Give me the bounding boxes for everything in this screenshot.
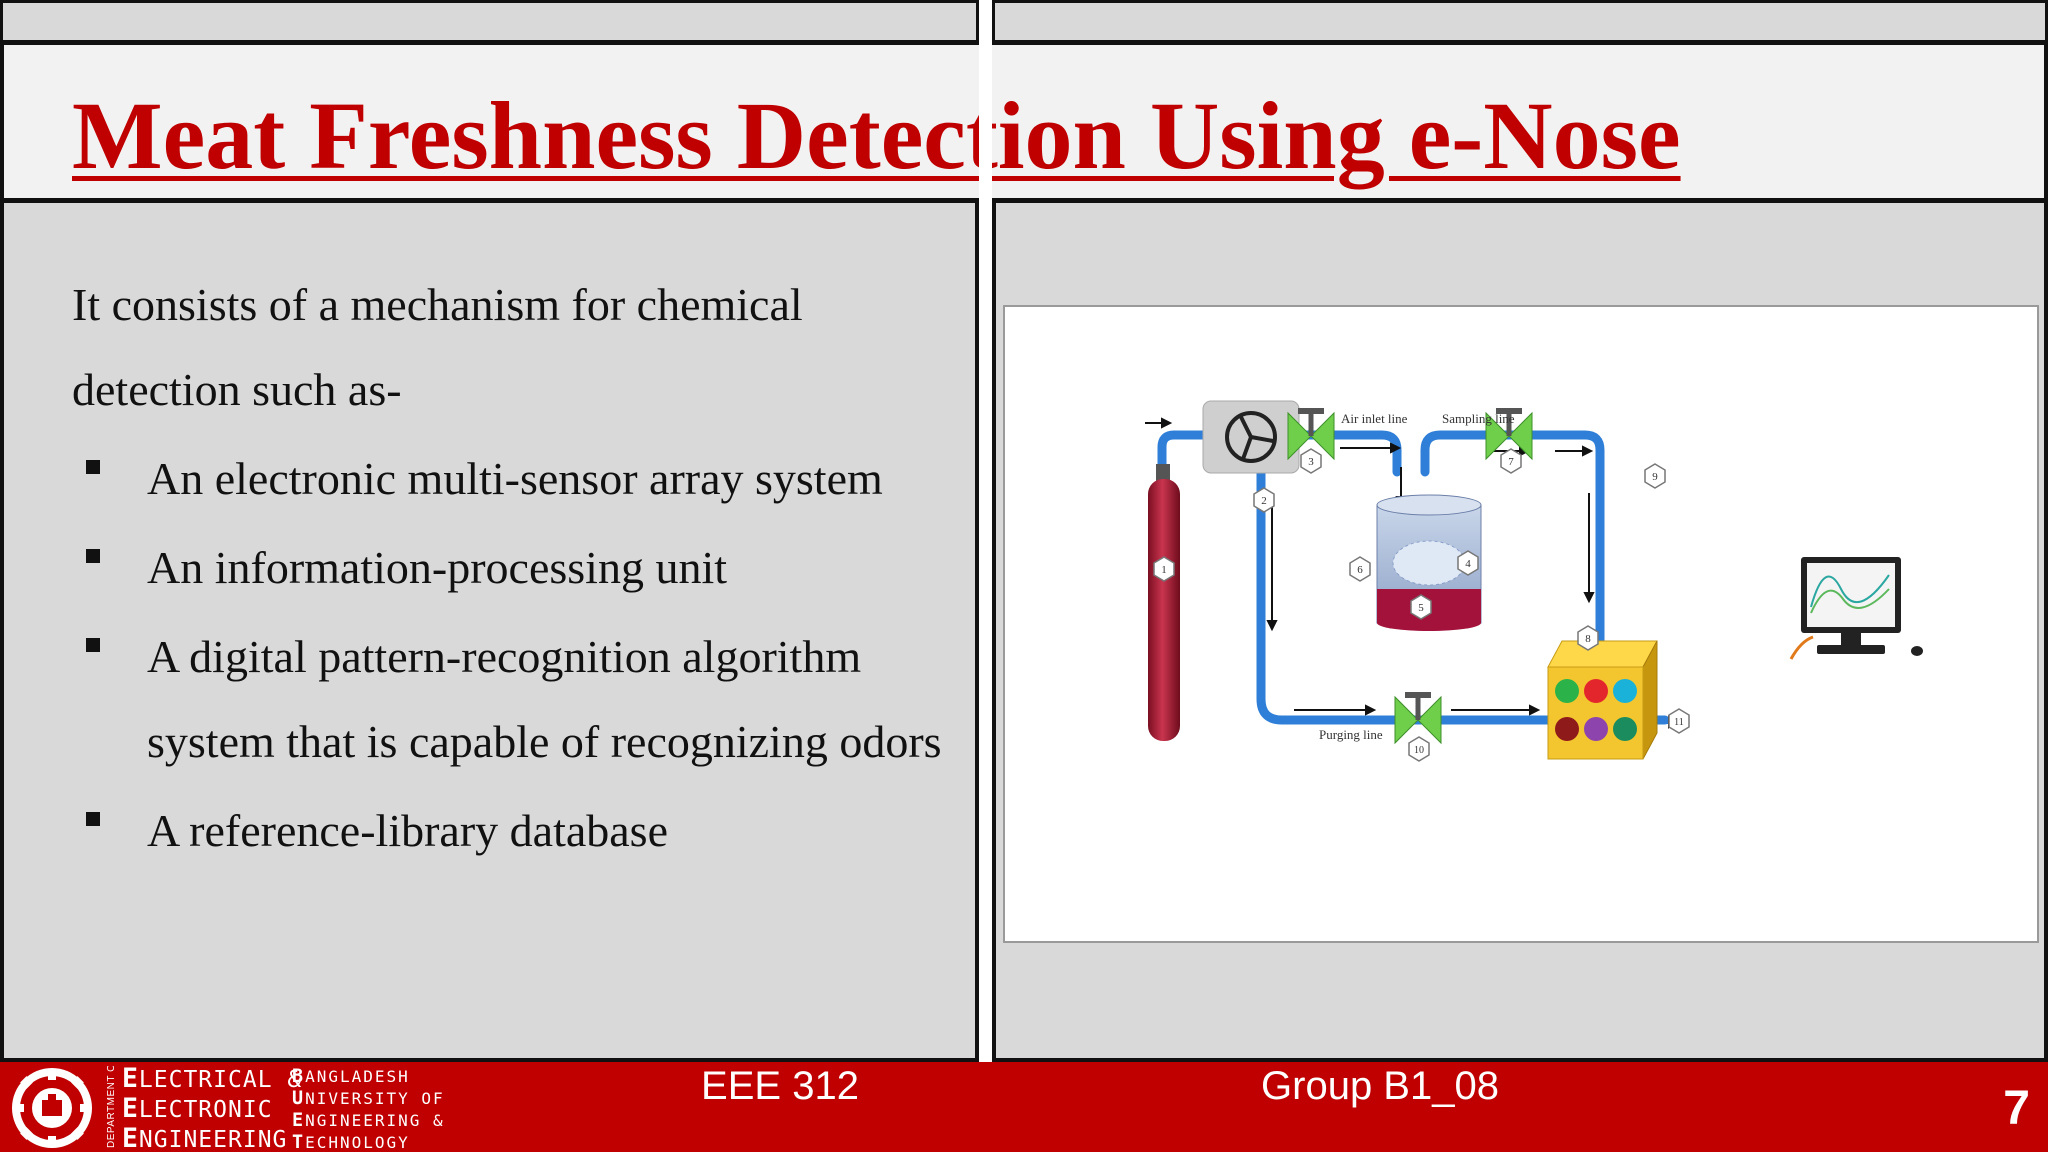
svg-text:11: 11 [1674, 717, 1684, 728]
number-label-6: 6 [1349, 556, 1371, 582]
svg-text:3: 3 [1308, 456, 1314, 468]
university-line-4: TECHNOLOGY [292, 1132, 410, 1153]
valve-10 [1394, 692, 1442, 745]
bypass-pipe [1256, 435, 1605, 725]
svg-text:10: 10 [1414, 745, 1424, 756]
bullet-item: An information-processing unit [72, 525, 952, 610]
department-vertical-label: DEPARTMENT OF [106, 1066, 117, 1148]
department-line-3: ENGINEERING [122, 1123, 288, 1154]
bullet-item: A digital pattern-recognition algorithm … [72, 614, 952, 784]
bullet-text: A reference-library database [147, 805, 669, 856]
number-label-3: 3 [1300, 448, 1322, 474]
number-label-5: 5 [1410, 594, 1432, 620]
svg-text:2: 2 [1261, 495, 1267, 507]
slide-number: 7 [2003, 1082, 2030, 1135]
enose-schematic: 1 2 3 4 5 6 7 8 9 10 11 Air inlet line S… [1145, 400, 1923, 762]
top-left-strip [0, 0, 979, 43]
purging-line-label: Purging line [1319, 727, 1383, 742]
svg-text:7: 7 [1508, 456, 1514, 468]
square-bullet-icon [86, 460, 100, 474]
university-line-3: ENGINEERING & [292, 1110, 445, 1131]
sensor-array-box [1547, 640, 1658, 760]
bullet-list: An electronic multi-sensor array system … [72, 436, 952, 877]
panel-divider [979, 0, 992, 1062]
university-line-1: BANGLADESH [292, 1066, 410, 1087]
svg-text:5: 5 [1418, 602, 1424, 614]
component-number-labels: 1 2 3 4 5 6 7 8 9 10 11 [1153, 448, 1690, 762]
enose-diagram-figure: 1 2 3 4 5 6 7 8 9 10 11 Air inlet line S… [1003, 305, 2039, 943]
footer-bar [0, 1062, 2048, 1152]
cylinder-to-pump-pipe [1157, 430, 1210, 480]
top-right-strip [992, 0, 2048, 43]
bullet-item: A reference-library database [72, 788, 952, 873]
number-label-4: 4 [1457, 550, 1479, 576]
data-cable [1789, 635, 1814, 660]
air-inlet-line-label: Air inlet line [1341, 411, 1408, 426]
svg-text:DEPARTMENT OF: DEPARTMENT OF [106, 1066, 117, 1148]
number-label-1: 1 [1153, 556, 1175, 582]
left-content-panel [0, 199, 979, 1062]
number-label-7: 7 [1500, 448, 1522, 474]
gear-emblem-icon [12, 1068, 92, 1148]
svg-text:8: 8 [1585, 633, 1591, 645]
department-line-1: ELECTRICAL & [122, 1063, 303, 1094]
svg-text:1: 1 [1161, 564, 1167, 576]
intro-paragraph: It consists of a mechanism for chemical … [72, 279, 803, 415]
valve-7 [1485, 408, 1533, 461]
sampling-line-label: Sampling line [1442, 411, 1515, 426]
number-label-11: 11 [1668, 708, 1690, 734]
bullet-text: An information-processing unit [147, 542, 728, 593]
valve-3 [1287, 408, 1335, 461]
computer-monitor [1801, 557, 1923, 656]
department-line-2: ELECTRONIC [122, 1093, 273, 1124]
slide-title: Meat Freshness Detection Using e-Nose [72, 82, 1681, 189]
svg-text:6: 6 [1357, 564, 1363, 576]
title-bar [0, 41, 2048, 202]
bullet-text: A digital pattern-recognition algorithm … [147, 631, 942, 767]
square-bullet-icon [86, 549, 100, 563]
bullet-item: An electronic multi-sensor array system [72, 436, 952, 521]
course-code: EEE 312 [701, 1064, 859, 1108]
number-label-2: 2 [1253, 487, 1275, 513]
pump-fan [1202, 400, 1300, 474]
number-label-10: 10 [1408, 736, 1430, 762]
group-label: Group B1_08 [1261, 1064, 1499, 1108]
svg-text:4: 4 [1465, 558, 1471, 570]
number-label-9: 9 [1644, 463, 1666, 489]
gas-cylinder [1148, 464, 1180, 741]
svg-text:9: 9 [1652, 471, 1658, 483]
bullet-text: An electronic multi-sensor array system [147, 453, 883, 504]
square-bullet-icon [86, 812, 100, 826]
square-bullet-icon [86, 638, 100, 652]
number-label-8: 8 [1577, 625, 1599, 651]
university-line-2: UNIVERSITY OF [292, 1088, 445, 1109]
